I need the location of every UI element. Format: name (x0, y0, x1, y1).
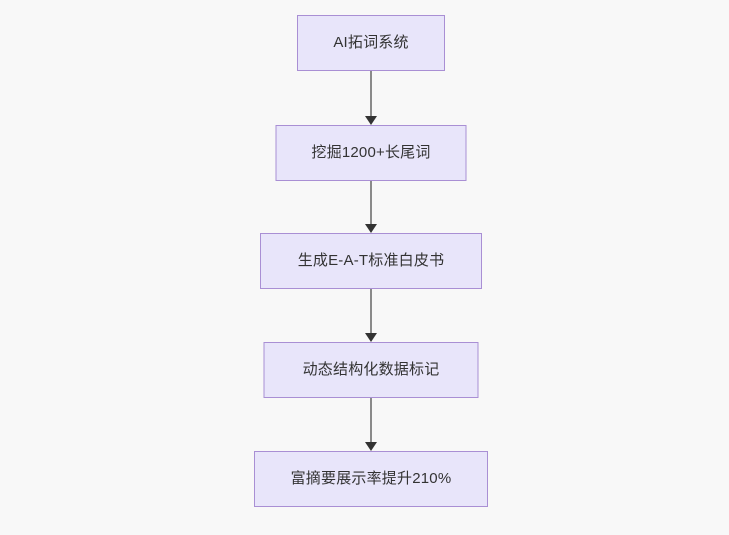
flow-node-label: AI拓词系统 (333, 34, 409, 51)
flow-node-ai-keyword-system[interactable]: AI拓词系统 (297, 15, 445, 71)
flow-node-generate-eat-whitepaper[interactable]: 生成E-A-T标准白皮书 (260, 233, 482, 289)
flow-edge-2-to-3 (361, 181, 381, 233)
arrow-down-icon (365, 442, 377, 451)
flow-node-rich-snippet-impression-lift[interactable]: 富摘要展示率提升210% (254, 451, 488, 507)
arrow-down-icon (365, 224, 377, 233)
flow-edge-4-to-5 (361, 398, 381, 451)
edge-line (370, 71, 372, 116)
edge-line (370, 181, 372, 224)
edge-line (370, 289, 372, 333)
flow-edge-1-to-2 (361, 71, 381, 125)
flow-node-label: 挖掘1200+长尾词 (311, 144, 431, 161)
flow-node-label: 生成E-A-T标准白皮书 (297, 252, 445, 269)
flow-node-label: 动态结构化数据标记 (302, 361, 440, 378)
edge-line (370, 398, 372, 442)
arrow-down-icon (365, 333, 377, 342)
flow-node-label: 富摘要展示率提升210% (290, 470, 452, 487)
flow-node-mine-longtail-keywords[interactable]: 挖掘1200+长尾词 (275, 125, 467, 181)
arrow-down-icon (365, 116, 377, 125)
flow-edge-3-to-4 (361, 289, 381, 342)
flow-node-dynamic-structured-data-markup[interactable]: 动态结构化数据标记 (263, 342, 479, 398)
